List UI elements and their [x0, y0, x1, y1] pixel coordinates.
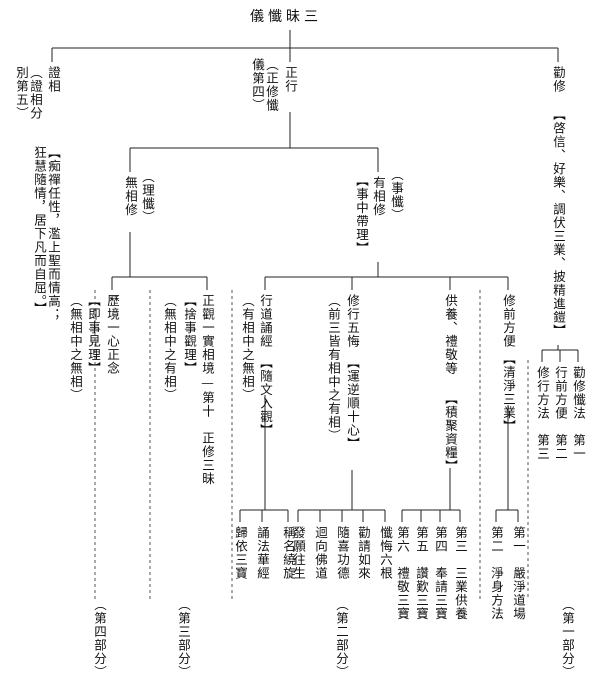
node-zheng-xing: 正行	[283, 66, 298, 93]
leaf-gui-yi: 歸依三寶	[233, 526, 248, 580]
leaf-chan-hui: 懺悔六根	[378, 526, 393, 580]
node-zheng-xing-note: （正修懺儀第四）	[250, 58, 279, 112]
node-quan-xiu: 勸修	[551, 66, 566, 93]
leaf-li-jing: 第六 禮敬三寶	[395, 526, 410, 621]
node-li-jing-desc: 【即事見理】	[86, 294, 101, 375]
node-li-jing: 歷境一心正念	[105, 294, 120, 375]
node-quan-xiu-desc: 【啓信、好樂、調伏三業、披精進鎧】	[551, 108, 566, 338]
node-quan-xiu-chan: 勸修懺法 第一	[571, 366, 586, 461]
part-label-1: （第一部分）	[560, 598, 575, 679]
node-xing-dao-note: （有相中之無相）	[240, 294, 255, 402]
leaf-fa-yuan: 發願往生	[291, 526, 306, 580]
node-you-xiang-xiu-desc: 【事中帶理】	[354, 174, 369, 255]
leaf-jing-shen: 第二 淨身方法	[489, 526, 504, 621]
node-zheng-guan-desc: 【捨事觀理】	[182, 294, 197, 375]
node-wu-hui-note: （前三皆有相中之有相）	[326, 294, 341, 443]
node-gong-yang: 供養、禮敬等	[443, 294, 458, 375]
part-label-2: （第二部分）	[334, 598, 349, 679]
part-label-4: （第四部分）	[92, 598, 107, 679]
leaf-song-fa-hua: 誦法華經	[255, 526, 270, 580]
node-xiu-xing: 修行方法 第三	[535, 366, 550, 461]
leaf-zan-tan: 第五 讚歎三寶	[414, 526, 429, 621]
leaf-sui-xi: 隨喜功德	[335, 526, 350, 580]
node-li-jing-note: （無相中之無相）	[68, 294, 83, 402]
leaf-san-ye-gong-yang: 第三 三業供養	[453, 526, 468, 621]
node-wu-hui-desc: 【運逆順十心】	[345, 356, 360, 451]
node-qian-fang-bian: 修前方便	[501, 294, 516, 348]
node-xing-qian: 行前方便 第二	[553, 366, 568, 461]
node-qian-fang-bian-desc: 【清淨三業】	[501, 352, 516, 433]
leaf-cheng-ming: 稱名繞旋	[281, 526, 296, 580]
node-wu-xiang-xiu-note: （理懺）	[140, 170, 155, 224]
node-zheng-xiang-desc: 【痴禪任性，濫上聖而情高；狂慧隨情，居下凡而自屈。】	[32, 146, 61, 322]
node-zheng-xiang: 證相	[46, 66, 61, 93]
node-xing-dao: 行道誦經	[258, 294, 273, 348]
node-you-xiang-xiu-note: （事懺）	[389, 168, 404, 222]
node-zheng-guan: 正觀一實相境—第十 正修三昧	[200, 294, 215, 486]
node-xing-dao-desc: 【隨文入觀】	[258, 356, 273, 437]
leaf-feng-qing: 第四 奉請三寶	[433, 526, 448, 621]
leaf-yan-jing: 第一 嚴淨道場	[511, 526, 526, 621]
leaf-quan-qing: 勸請如來	[356, 526, 371, 580]
node-wu-hui: 修行五悔	[345, 294, 360, 348]
node-zheng-guan-note: （無相中之有相）	[162, 294, 177, 402]
node-gong-yang-desc: 【積聚資糧】	[443, 392, 458, 473]
node-wu-xiang-xiu: 無相修	[123, 176, 138, 217]
part-label-3: （第三部分）	[176, 598, 191, 679]
diagram-title: 儀懺昧三	[250, 9, 322, 25]
node-zheng-xiang-note: （證相分別第五）	[14, 66, 43, 120]
leaf-hui-xiang: 迴向佛道	[313, 526, 328, 580]
node-you-xiang-xiu: 有相修	[371, 176, 386, 217]
